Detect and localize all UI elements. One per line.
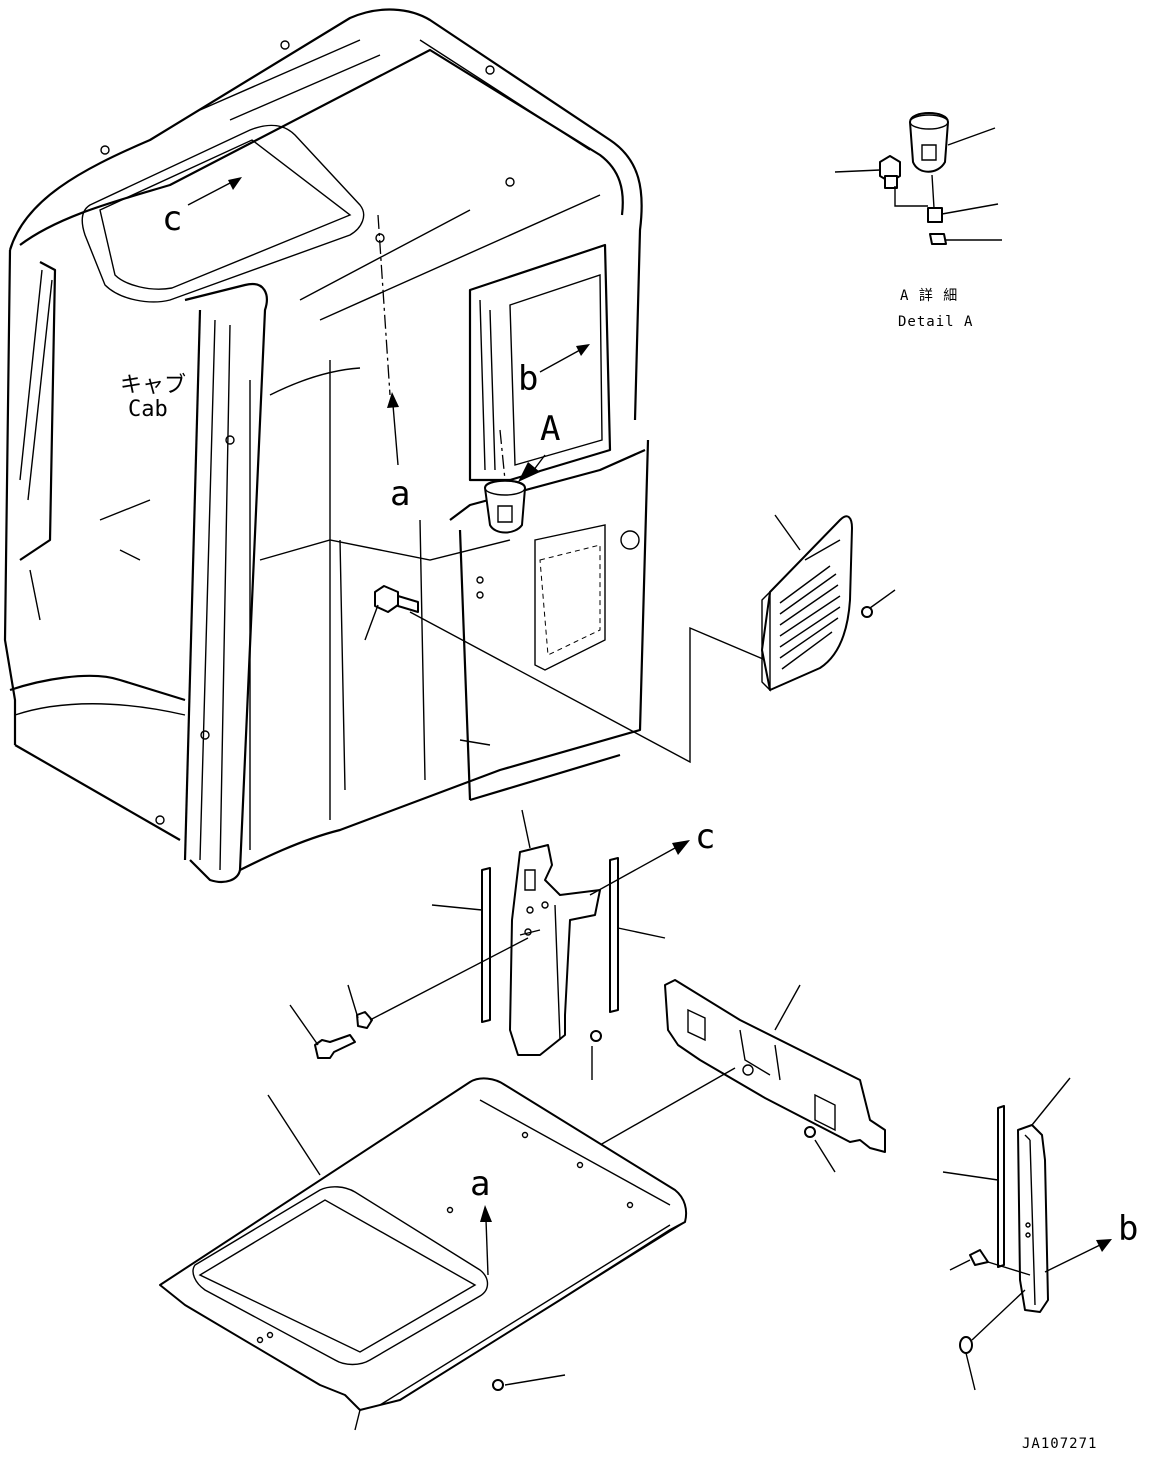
ref-label-c-lower: c xyxy=(695,817,715,857)
ref-arrowhead-b-lower xyxy=(1096,1239,1112,1252)
ref-arrowhead-a-upper xyxy=(387,392,399,408)
rear-pillar-assembly xyxy=(289,809,666,1080)
detail-a-parts xyxy=(834,112,1002,245)
drawing-number: JA107271 xyxy=(1022,1436,1097,1452)
cab-label-jp: キャブ xyxy=(120,373,186,398)
detail-title-en: Detail A xyxy=(898,314,973,330)
ref-arrow-c-lower xyxy=(589,847,676,896)
ref-arrow-c-upper xyxy=(187,181,233,206)
ref-label-a-lower: a xyxy=(470,1164,490,1204)
ref-arrowhead-a-lower xyxy=(480,1205,492,1222)
ref-label-c-upper: c xyxy=(162,199,182,239)
ref-arrow-a-lower xyxy=(485,1219,489,1276)
ref-arrowhead-c-upper xyxy=(228,177,242,190)
rear-trim-panel xyxy=(599,979,886,1173)
ref-label-b-lower: b xyxy=(1118,1209,1138,1249)
ref-arrow-b-lower xyxy=(1044,1244,1101,1273)
view-label-a: A xyxy=(540,409,560,449)
cab-assembly xyxy=(3,8,771,884)
ref-label-a-upper: a xyxy=(390,474,410,514)
right-pillar-assembly xyxy=(942,1077,1071,1391)
side-grille-panel xyxy=(761,514,896,692)
cab-label-en: Cab xyxy=(128,397,168,422)
ref-arrowhead-b-upper xyxy=(576,344,590,356)
ref-arrow-a-upper xyxy=(392,404,399,466)
ref-label-b-upper: b xyxy=(518,359,538,399)
floor-panel xyxy=(159,1077,688,1431)
detail-title-jp: A 詳 細 xyxy=(900,288,958,304)
ref-arrow-b-upper xyxy=(539,349,581,373)
ref-arrowhead-c-lower xyxy=(672,840,690,855)
